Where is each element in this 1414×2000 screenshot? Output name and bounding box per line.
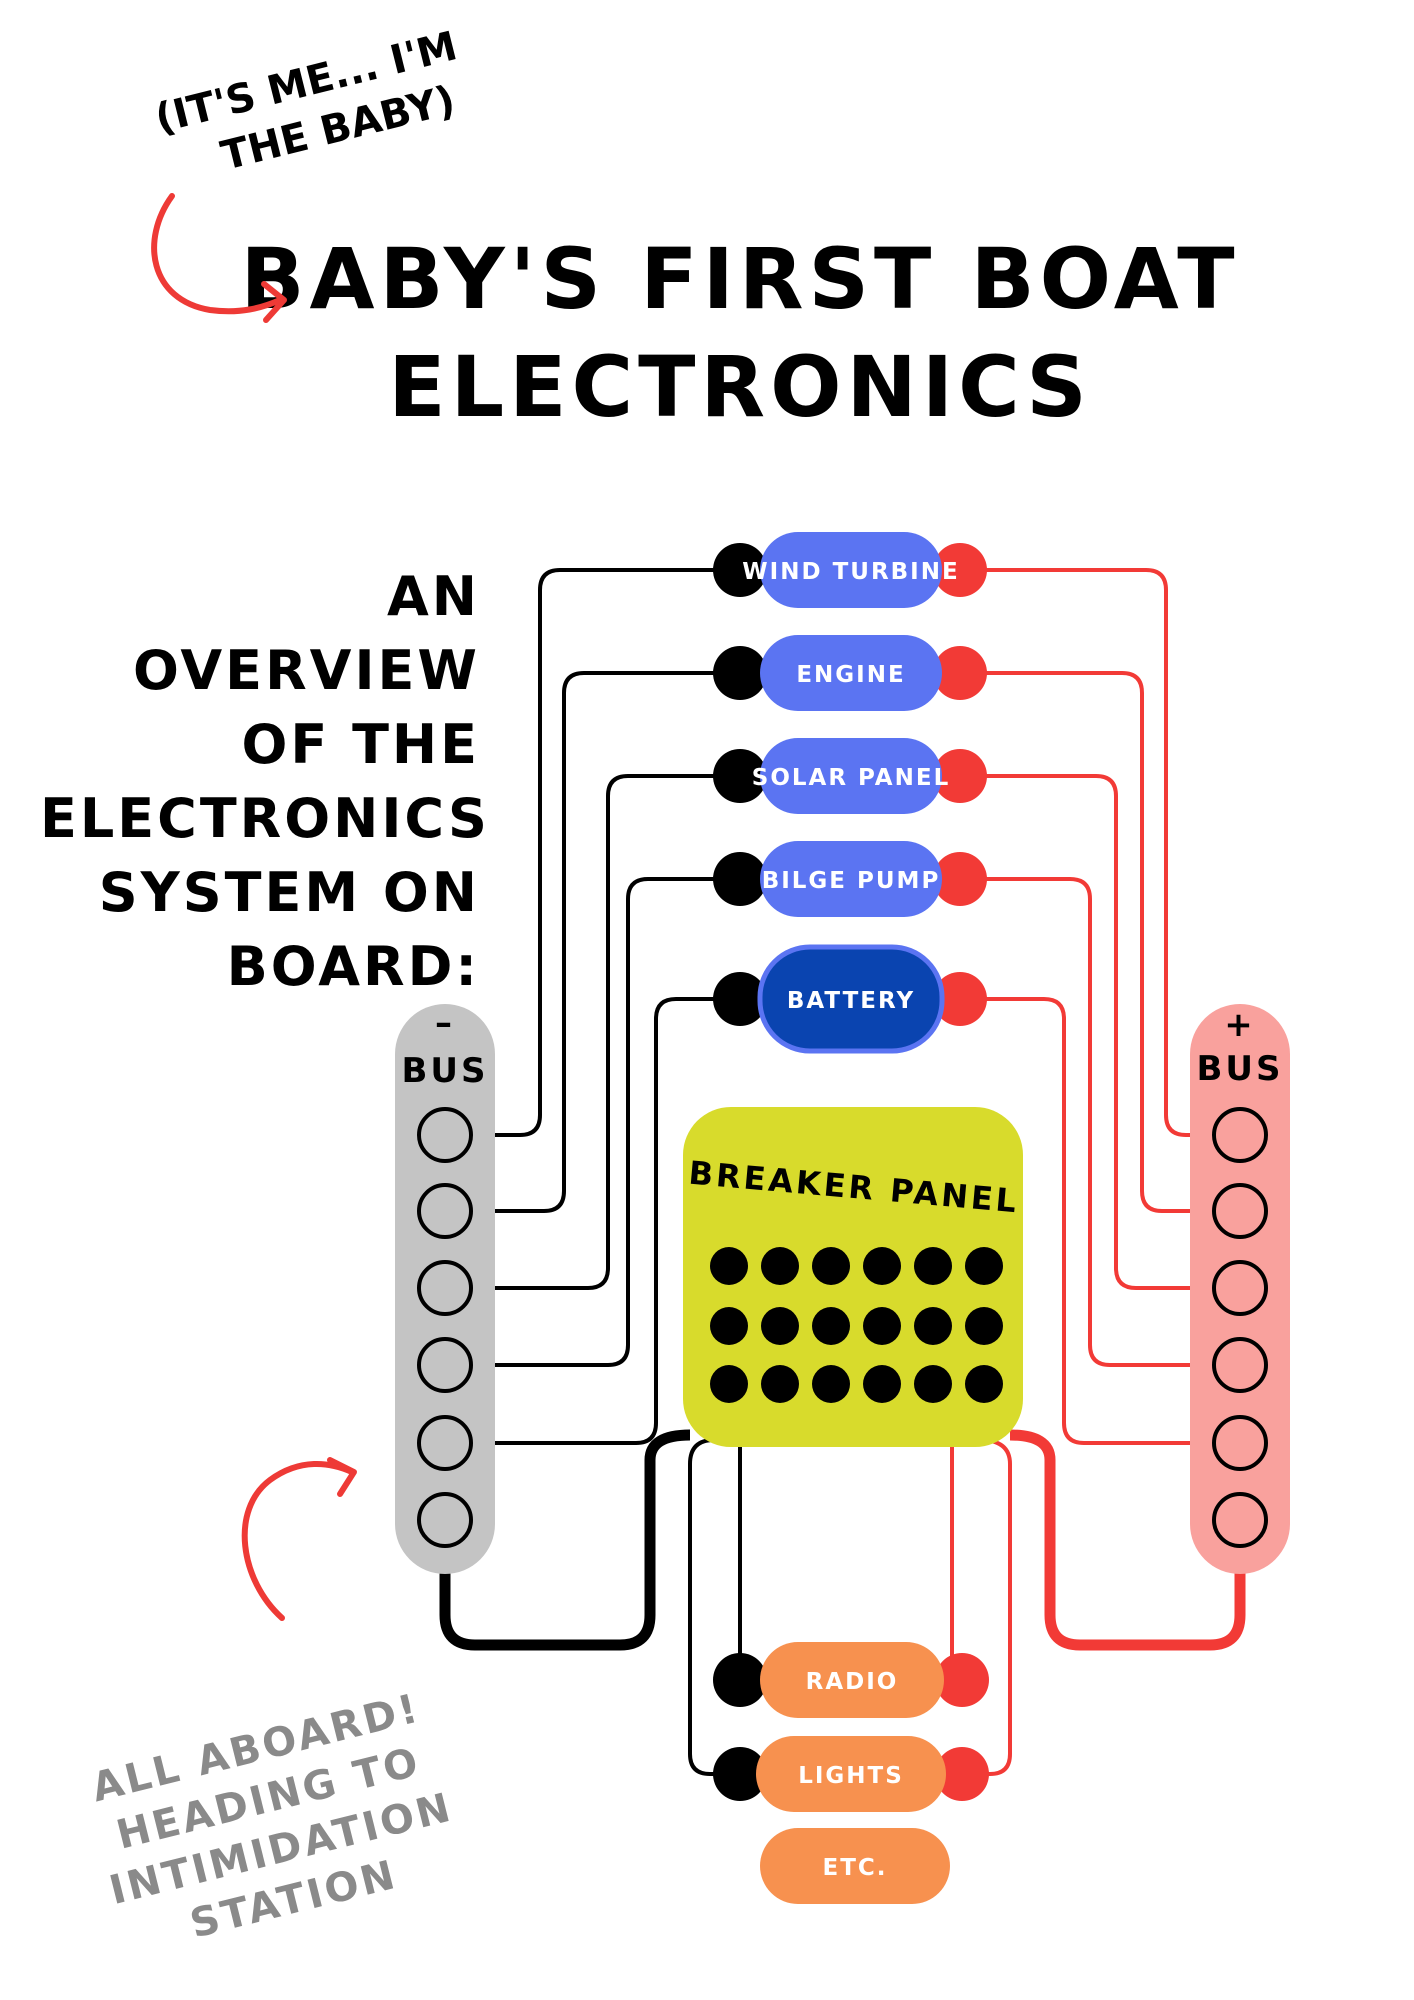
- breaker-switch: [965, 1307, 1003, 1345]
- bus-terminal: [1212, 1107, 1268, 1163]
- breaker-switch: [863, 1307, 901, 1345]
- overview-line-4: SYSTEM ON: [98, 861, 480, 924]
- load-radio: RADIO: [713, 1642, 989, 1718]
- source-label: SOLAR PANEL: [752, 765, 950, 791]
- source-solar-panel: SOLAR PANEL: [713, 738, 987, 814]
- positive-terminal: [933, 749, 987, 803]
- bus-terminal: [417, 1107, 473, 1163]
- positive-terminal: [935, 1747, 989, 1801]
- bus-terminal: [417, 1415, 473, 1471]
- negative-terminal: [713, 749, 767, 803]
- negative-wires: [472, 568, 735, 1445]
- page-title: BABY'S FIRST BOAT ELECTRONICS: [240, 225, 1240, 441]
- breaker-switch: [965, 1365, 1003, 1403]
- breaker-switch: [863, 1365, 901, 1403]
- positive-bus-label: BUS: [1196, 1049, 1283, 1089]
- breaker-switch: [761, 1307, 799, 1345]
- load-wires: [688, 1438, 1012, 1776]
- overview-text: AN OVERVIEW OF THE ELECTRONICS SYSTEM ON…: [40, 560, 490, 1004]
- source-label: WIND TURBINE: [742, 559, 959, 585]
- source-label: ENGINE: [796, 662, 905, 688]
- breaker-switch: [914, 1365, 952, 1403]
- bus-terminal: [417, 1260, 473, 1316]
- breaker-switches: [710, 1247, 1003, 1403]
- negative-bus-label: BUS: [401, 1051, 488, 1091]
- source-engine: ENGINE: [713, 635, 987, 711]
- source-label: BILGE PUMP: [762, 868, 941, 894]
- breaker-switch: [761, 1365, 799, 1403]
- source-battery: BATTERY: [713, 944, 987, 1054]
- breaker-switch: [710, 1247, 748, 1285]
- bus-terminal: [417, 1337, 473, 1393]
- title-line-1: BABY'S FIRST BOAT: [240, 230, 1240, 328]
- overview-line-2: OF THE: [241, 713, 480, 776]
- source-label: BATTERY: [787, 988, 915, 1014]
- breaker-switch: [812, 1365, 850, 1403]
- positive-terminal: [935, 1653, 989, 1707]
- breaker-switch: [710, 1307, 748, 1345]
- negative-main-wire: [439, 1429, 691, 1651]
- curved-arrow-icon: [241, 1457, 357, 1621]
- overview-line-3: ELECTRONICS: [40, 787, 490, 850]
- negative-terminal: [713, 852, 767, 906]
- breaker-panel: BREAKER PANEL: [683, 1107, 1023, 1447]
- positive-bus-sign: +: [1224, 1005, 1256, 1045]
- title-line-2: ELECTRONICS: [388, 338, 1092, 436]
- bus-terminal: [417, 1183, 473, 1239]
- bus-terminal: [1212, 1260, 1268, 1316]
- breaker-switch: [812, 1307, 850, 1345]
- breaker-switch: [710, 1365, 748, 1403]
- positive-wires: [965, 568, 1210, 1445]
- load-etc: ETC.: [760, 1828, 950, 1904]
- bus-terminal: [1212, 1492, 1268, 1548]
- positive-bus: + BUS: [1190, 1004, 1290, 1574]
- source-wind-turbine: WIND TURBINE: [713, 532, 987, 608]
- breaker-switch: [914, 1307, 952, 1345]
- load-lights: LIGHTS: [713, 1736, 989, 1812]
- negative-terminal: [713, 972, 767, 1026]
- breaker-switch: [914, 1247, 952, 1285]
- breaker-switch: [812, 1247, 850, 1285]
- negative-terminal: [713, 646, 767, 700]
- positive-terminal: [933, 972, 987, 1026]
- breaker-switch: [761, 1247, 799, 1285]
- overview-line-1: AN OVERVIEW: [132, 565, 480, 702]
- overview-line-5: BOARD:: [226, 935, 480, 998]
- negative-bus-sign: –: [435, 1003, 455, 1043]
- bus-terminal: [417, 1492, 473, 1548]
- curved-arrow-icon: [151, 193, 287, 323]
- load-label: LIGHTS: [798, 1763, 904, 1789]
- positive-main-wire: [1009, 1429, 1246, 1651]
- negative-terminal: [713, 1653, 767, 1707]
- load-label: RADIO: [806, 1669, 899, 1695]
- bus-terminal: [1212, 1337, 1268, 1393]
- source-bilge-pump: BILGE PUMP: [713, 841, 987, 917]
- positive-bus-terminals: [1212, 1107, 1268, 1548]
- breaker-switch: [965, 1247, 1003, 1285]
- breaker-switch: [863, 1247, 901, 1285]
- positive-terminal: [933, 852, 987, 906]
- bus-terminal: [1212, 1183, 1268, 1239]
- load-label: ETC.: [822, 1855, 887, 1881]
- positive-terminal: [933, 646, 987, 700]
- negative-terminal: [713, 543, 767, 597]
- negative-bus-terminals: [417, 1107, 473, 1548]
- bus-terminal: [1212, 1415, 1268, 1471]
- negative-terminal: [713, 1747, 767, 1801]
- positive-terminal: [933, 543, 987, 597]
- negative-bus: – BUS: [395, 1003, 495, 1574]
